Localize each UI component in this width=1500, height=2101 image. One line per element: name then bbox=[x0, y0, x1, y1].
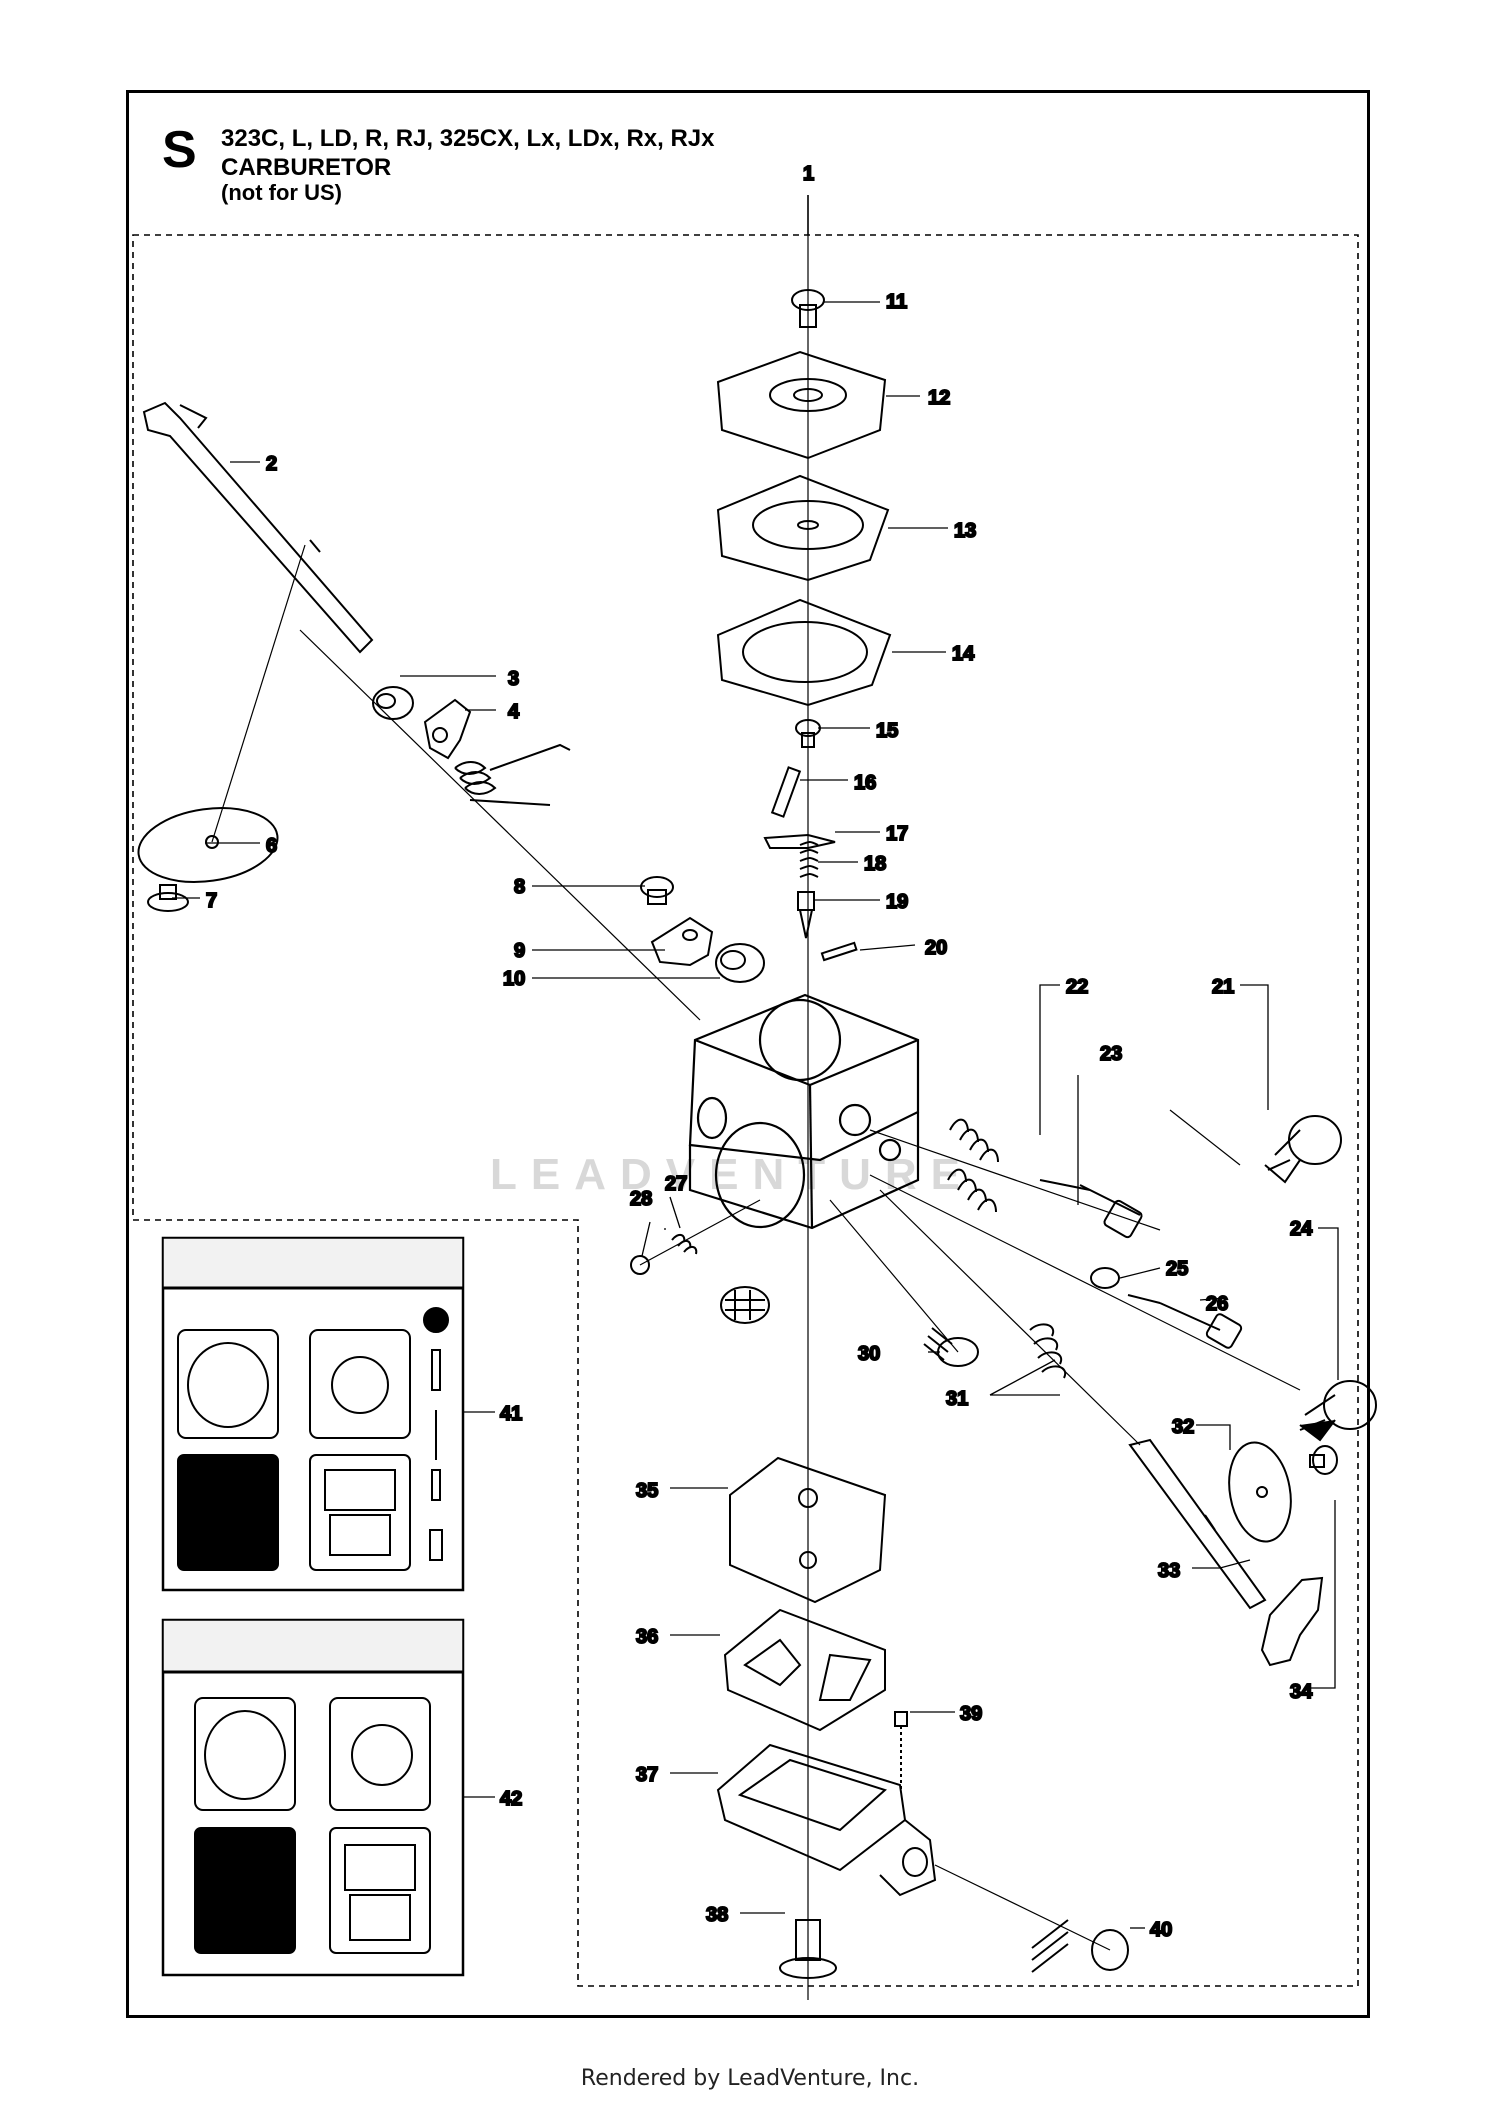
callout-34: 34 bbox=[1290, 1681, 1313, 1703]
callout-11: 11 bbox=[886, 291, 907, 313]
callout-38: 38 bbox=[706, 1904, 728, 1926]
choke-spring bbox=[1029, 1323, 1067, 1379]
callout-22: 22 bbox=[1066, 976, 1088, 998]
callout-26: 26 bbox=[1206, 1293, 1228, 1315]
check-spring bbox=[671, 1234, 698, 1255]
choke-bushing bbox=[715, 943, 765, 983]
callout-13: 13 bbox=[954, 520, 976, 542]
choke-axis bbox=[299, 629, 701, 1021]
callout-15: 15 bbox=[876, 720, 898, 742]
page-title: CARBURETOR bbox=[221, 154, 392, 181]
low-speed-needle bbox=[1127, 1294, 1243, 1349]
callout-30: 30 bbox=[858, 1343, 880, 1365]
needle-axis-upper bbox=[869, 1129, 1161, 1231]
pump-gasket bbox=[716, 598, 892, 707]
choke-plate-screw bbox=[1309, 1445, 1338, 1475]
choke-screw bbox=[640, 876, 674, 905]
callout-33: 33 bbox=[1158, 1560, 1180, 1582]
callout-23: 23 bbox=[1100, 1043, 1122, 1065]
idle-screw bbox=[923, 1327, 979, 1367]
assembly-boundary bbox=[132, 234, 1359, 1987]
callout-18: 18 bbox=[864, 853, 886, 875]
callout-10: 10 bbox=[503, 968, 525, 990]
leader-lines bbox=[172, 301, 1339, 1929]
callout-28: 28 bbox=[630, 1188, 652, 1210]
model-list: 323C, L, LD, R, RJ, 325CX, Lx, LDx, Rx, … bbox=[221, 125, 715, 152]
limiter-cap-lower bbox=[1299, 1380, 1377, 1442]
choke-lever bbox=[1260, 1576, 1324, 1667]
check-ball bbox=[630, 1255, 650, 1275]
callout-numbers: 1 2 3 4 6 7 8 9 10 11 12 13 14 15 16 17 … bbox=[205, 162, 1314, 1942]
choke-shaft bbox=[1128, 1438, 1267, 1610]
callout-40: 40 bbox=[1150, 1919, 1172, 1941]
metering-cover bbox=[716, 1743, 937, 1897]
limiter-cap-upper bbox=[1264, 1115, 1342, 1184]
callout-8: 8 bbox=[514, 876, 525, 898]
throttle-lever bbox=[423, 698, 472, 760]
metering-gasket bbox=[723, 1608, 886, 1732]
plug-screw bbox=[894, 1711, 908, 1790]
throttle-plate bbox=[137, 544, 306, 883]
throttle-screw bbox=[147, 884, 189, 912]
carburetor-body bbox=[688, 993, 920, 1230]
pump-diaphragm bbox=[716, 474, 890, 582]
diagram-frame bbox=[126, 90, 1370, 2018]
callout-21: 21 bbox=[1212, 976, 1234, 998]
callout-25: 25 bbox=[1166, 1258, 1188, 1280]
callout-24: 24 bbox=[1290, 1218, 1313, 1240]
return-spring bbox=[454, 743, 571, 806]
callout-17: 17 bbox=[886, 823, 908, 845]
callout-35: 35 bbox=[636, 1480, 658, 1502]
repair-kit-42 bbox=[161, 1618, 465, 1977]
cover-screw bbox=[791, 289, 825, 328]
high-speed-needle bbox=[1039, 1179, 1143, 1239]
callout-7: 7 bbox=[206, 890, 217, 912]
callout-1: 1 bbox=[803, 163, 814, 185]
inlet-needle bbox=[797, 891, 815, 939]
callout-9: 9 bbox=[514, 940, 525, 962]
callout-12: 12 bbox=[928, 387, 950, 409]
throttle-shaft bbox=[142, 401, 374, 654]
metering-lever bbox=[763, 833, 836, 849]
pivot-pin bbox=[820, 941, 858, 962]
needle-spring-upper bbox=[949, 1118, 999, 1163]
choke-plate bbox=[1228, 1441, 1292, 1543]
needle-o-ring bbox=[1090, 1267, 1120, 1289]
section-letter: S bbox=[162, 121, 197, 179]
callout-36: 36 bbox=[636, 1626, 658, 1648]
callout-6: 6 bbox=[266, 835, 277, 857]
metering-diaphragm bbox=[729, 1456, 887, 1604]
cover-screw-bottom bbox=[779, 1919, 837, 1979]
callout-14: 14 bbox=[952, 643, 975, 665]
callout-19: 19 bbox=[886, 891, 908, 913]
callout-37: 37 bbox=[636, 1764, 658, 1786]
callout-41: 41 bbox=[500, 1403, 522, 1425]
inlet-screen bbox=[720, 1286, 770, 1324]
callout-4: 4 bbox=[508, 701, 520, 723]
callout-16: 16 bbox=[854, 772, 876, 794]
needle-spring-lower bbox=[947, 1168, 997, 1213]
callout-3: 3 bbox=[508, 668, 519, 690]
lever-pin bbox=[770, 766, 802, 818]
choke-bracket bbox=[650, 916, 714, 967]
callout-39: 39 bbox=[960, 1703, 982, 1725]
pump-cover bbox=[716, 350, 887, 460]
shaft-bushing bbox=[372, 686, 414, 720]
callout-27: 27 bbox=[665, 1173, 687, 1195]
callout-42: 42 bbox=[500, 1788, 522, 1810]
callout-20: 20 bbox=[925, 937, 947, 959]
metering-spring bbox=[799, 841, 819, 878]
page-subtitle: (not for US) bbox=[221, 180, 342, 205]
callout-32: 32 bbox=[1172, 1416, 1194, 1438]
repair-kit-41 bbox=[161, 1236, 465, 1592]
side-screw bbox=[1031, 1919, 1129, 1973]
callout-31: 31 bbox=[946, 1388, 968, 1410]
callout-2: 2 bbox=[266, 453, 277, 475]
render-credit: Rendered by LeadVenture, Inc. bbox=[580, 2066, 920, 2091]
needle-axis-lower bbox=[869, 1174, 1301, 1391]
